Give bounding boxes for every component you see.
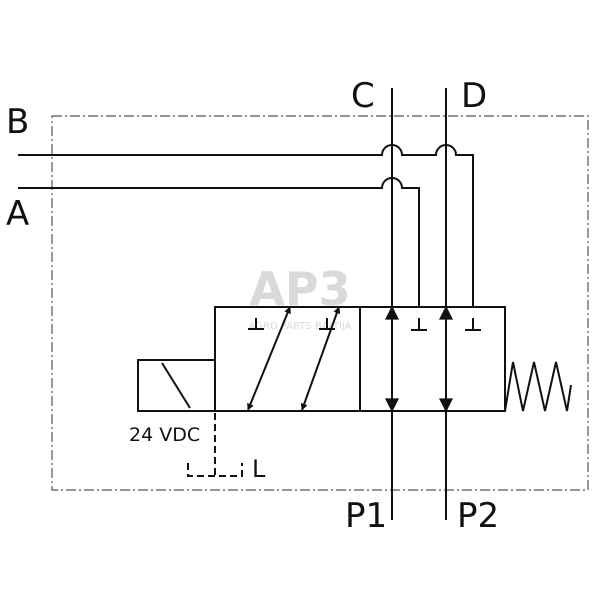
line-a [18, 177, 420, 307]
solenoid-voltage-label: 24 VDC [129, 424, 200, 446]
port-label-d: D [461, 76, 487, 116]
blocked-port-b-cap [465, 318, 481, 331]
line-b [18, 144, 474, 307]
port-label-l: L [252, 455, 266, 483]
flow-arrow-crossed-1 [247, 306, 291, 411]
port-label-b: B [6, 102, 29, 142]
valve-position-parallel [359, 306, 506, 412]
solenoid-actuator [137, 359, 216, 412]
blocked-port-a-cap [411, 318, 427, 331]
flow-arrow-crossed-2 [300, 306, 341, 411]
port-label-c: C [351, 76, 375, 116]
port-label-p1: P1 [345, 496, 387, 536]
enclosure-boundary [51, 115, 589, 491]
port-label-p2: P2 [457, 496, 499, 536]
solenoid-coil-stroke [161, 362, 191, 409]
watermark-text: AGRO PARTS BALTIJA [248, 321, 351, 332]
spring-return [504, 361, 572, 412]
watermark: AP3 AGRO PARTS BALTIJA [248, 262, 351, 332]
port-label-a: A [6, 194, 29, 234]
drain-tank-symbol [187, 463, 243, 477]
